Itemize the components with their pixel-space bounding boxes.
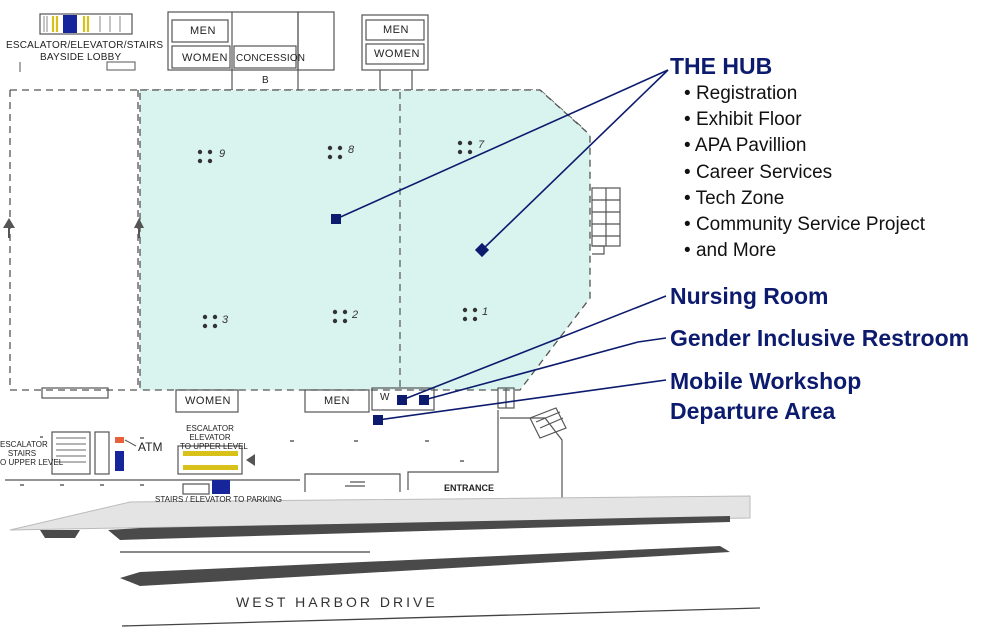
section-number: 7	[478, 139, 485, 151]
top-restroom-block	[167, 11, 429, 90]
section-number: 1	[482, 306, 489, 318]
concession-label: CONCESSION	[236, 53, 306, 64]
section-number: 3	[222, 314, 229, 326]
street	[9, 495, 761, 627]
hub-title: THE HUB	[670, 53, 773, 79]
arrow-up-icon	[3, 218, 15, 238]
hub-item: Career Services	[684, 160, 925, 186]
street-name: WEST HARBOR DRIVE	[236, 594, 438, 610]
mobile-workshop-label: Mobile Workshop	[670, 368, 862, 394]
mens-restroom-label: MEN	[324, 395, 350, 407]
bottom-rooms	[41, 387, 567, 500]
right-structure	[591, 187, 621, 255]
section-number: 2	[352, 309, 359, 321]
location-markers	[331, 214, 490, 425]
lower-concourse	[5, 431, 401, 495]
hub-item: Tech Zone	[684, 186, 925, 212]
section-number: 8	[348, 144, 355, 156]
atm-blue-marker	[115, 451, 124, 471]
hub-item: Exhibit Floor	[684, 107, 925, 133]
lobby-label: ESCALATOR/ELEVATOR/STAIRS	[6, 40, 164, 51]
column-markers	[197, 140, 478, 329]
womens-restroom-label: WOMEN	[182, 52, 228, 64]
escalator-stripe	[183, 451, 238, 456]
nursing-room-label: Nursing Room	[670, 283, 829, 309]
pointer-lines	[335, 69, 669, 421]
arrow-up-icon	[134, 218, 144, 238]
lobby-label-2: BAYSIDE LOBBY	[40, 52, 122, 63]
concourse-dashes	[20, 436, 464, 486]
elevator-marker	[212, 480, 230, 494]
w-label: W	[380, 392, 390, 403]
atm-pointer	[124, 439, 137, 447]
escalator-stripe	[183, 465, 238, 470]
gender-inclusive-restroom-label: Gender Inclusive Restroom	[670, 325, 970, 351]
mens-restroom-label: MEN	[190, 25, 216, 37]
section-b-label: B	[262, 75, 269, 86]
direction-arrow-icon	[246, 454, 255, 466]
hub-item: APA Pavillion	[684, 133, 925, 159]
womens-restroom-label: WOMEN	[185, 395, 231, 407]
entrance-label: ENTRANCE	[444, 483, 495, 493]
hub-item: and More	[684, 238, 925, 264]
mens-restroom-label: MEN	[383, 24, 409, 36]
stairs-parking-label: STAIRS / ELEVATOR TO PARKING	[155, 495, 282, 504]
hub-items-list: Registration Exhibit Floor APA Pavillion…	[684, 81, 925, 264]
section-number: 9	[219, 148, 226, 160]
hub-item: Community Service Project	[684, 212, 925, 238]
atm-label: ATM	[138, 440, 163, 454]
escalator-elevator-label: ESCALATOR ELEVATOR TO UPPER LEVEL	[180, 424, 248, 451]
bayside-lobby	[19, 13, 136, 72]
hub-area	[139, 89, 591, 391]
womens-restroom-label: WOMEN	[374, 48, 420, 60]
hub-item: Registration	[684, 81, 925, 107]
atm-marker	[115, 437, 124, 443]
departure-area-label: Departure Area	[670, 398, 836, 424]
escalator-stairs-label: ESCALATOR STAIRS O UPPER LEVEL	[0, 440, 64, 467]
